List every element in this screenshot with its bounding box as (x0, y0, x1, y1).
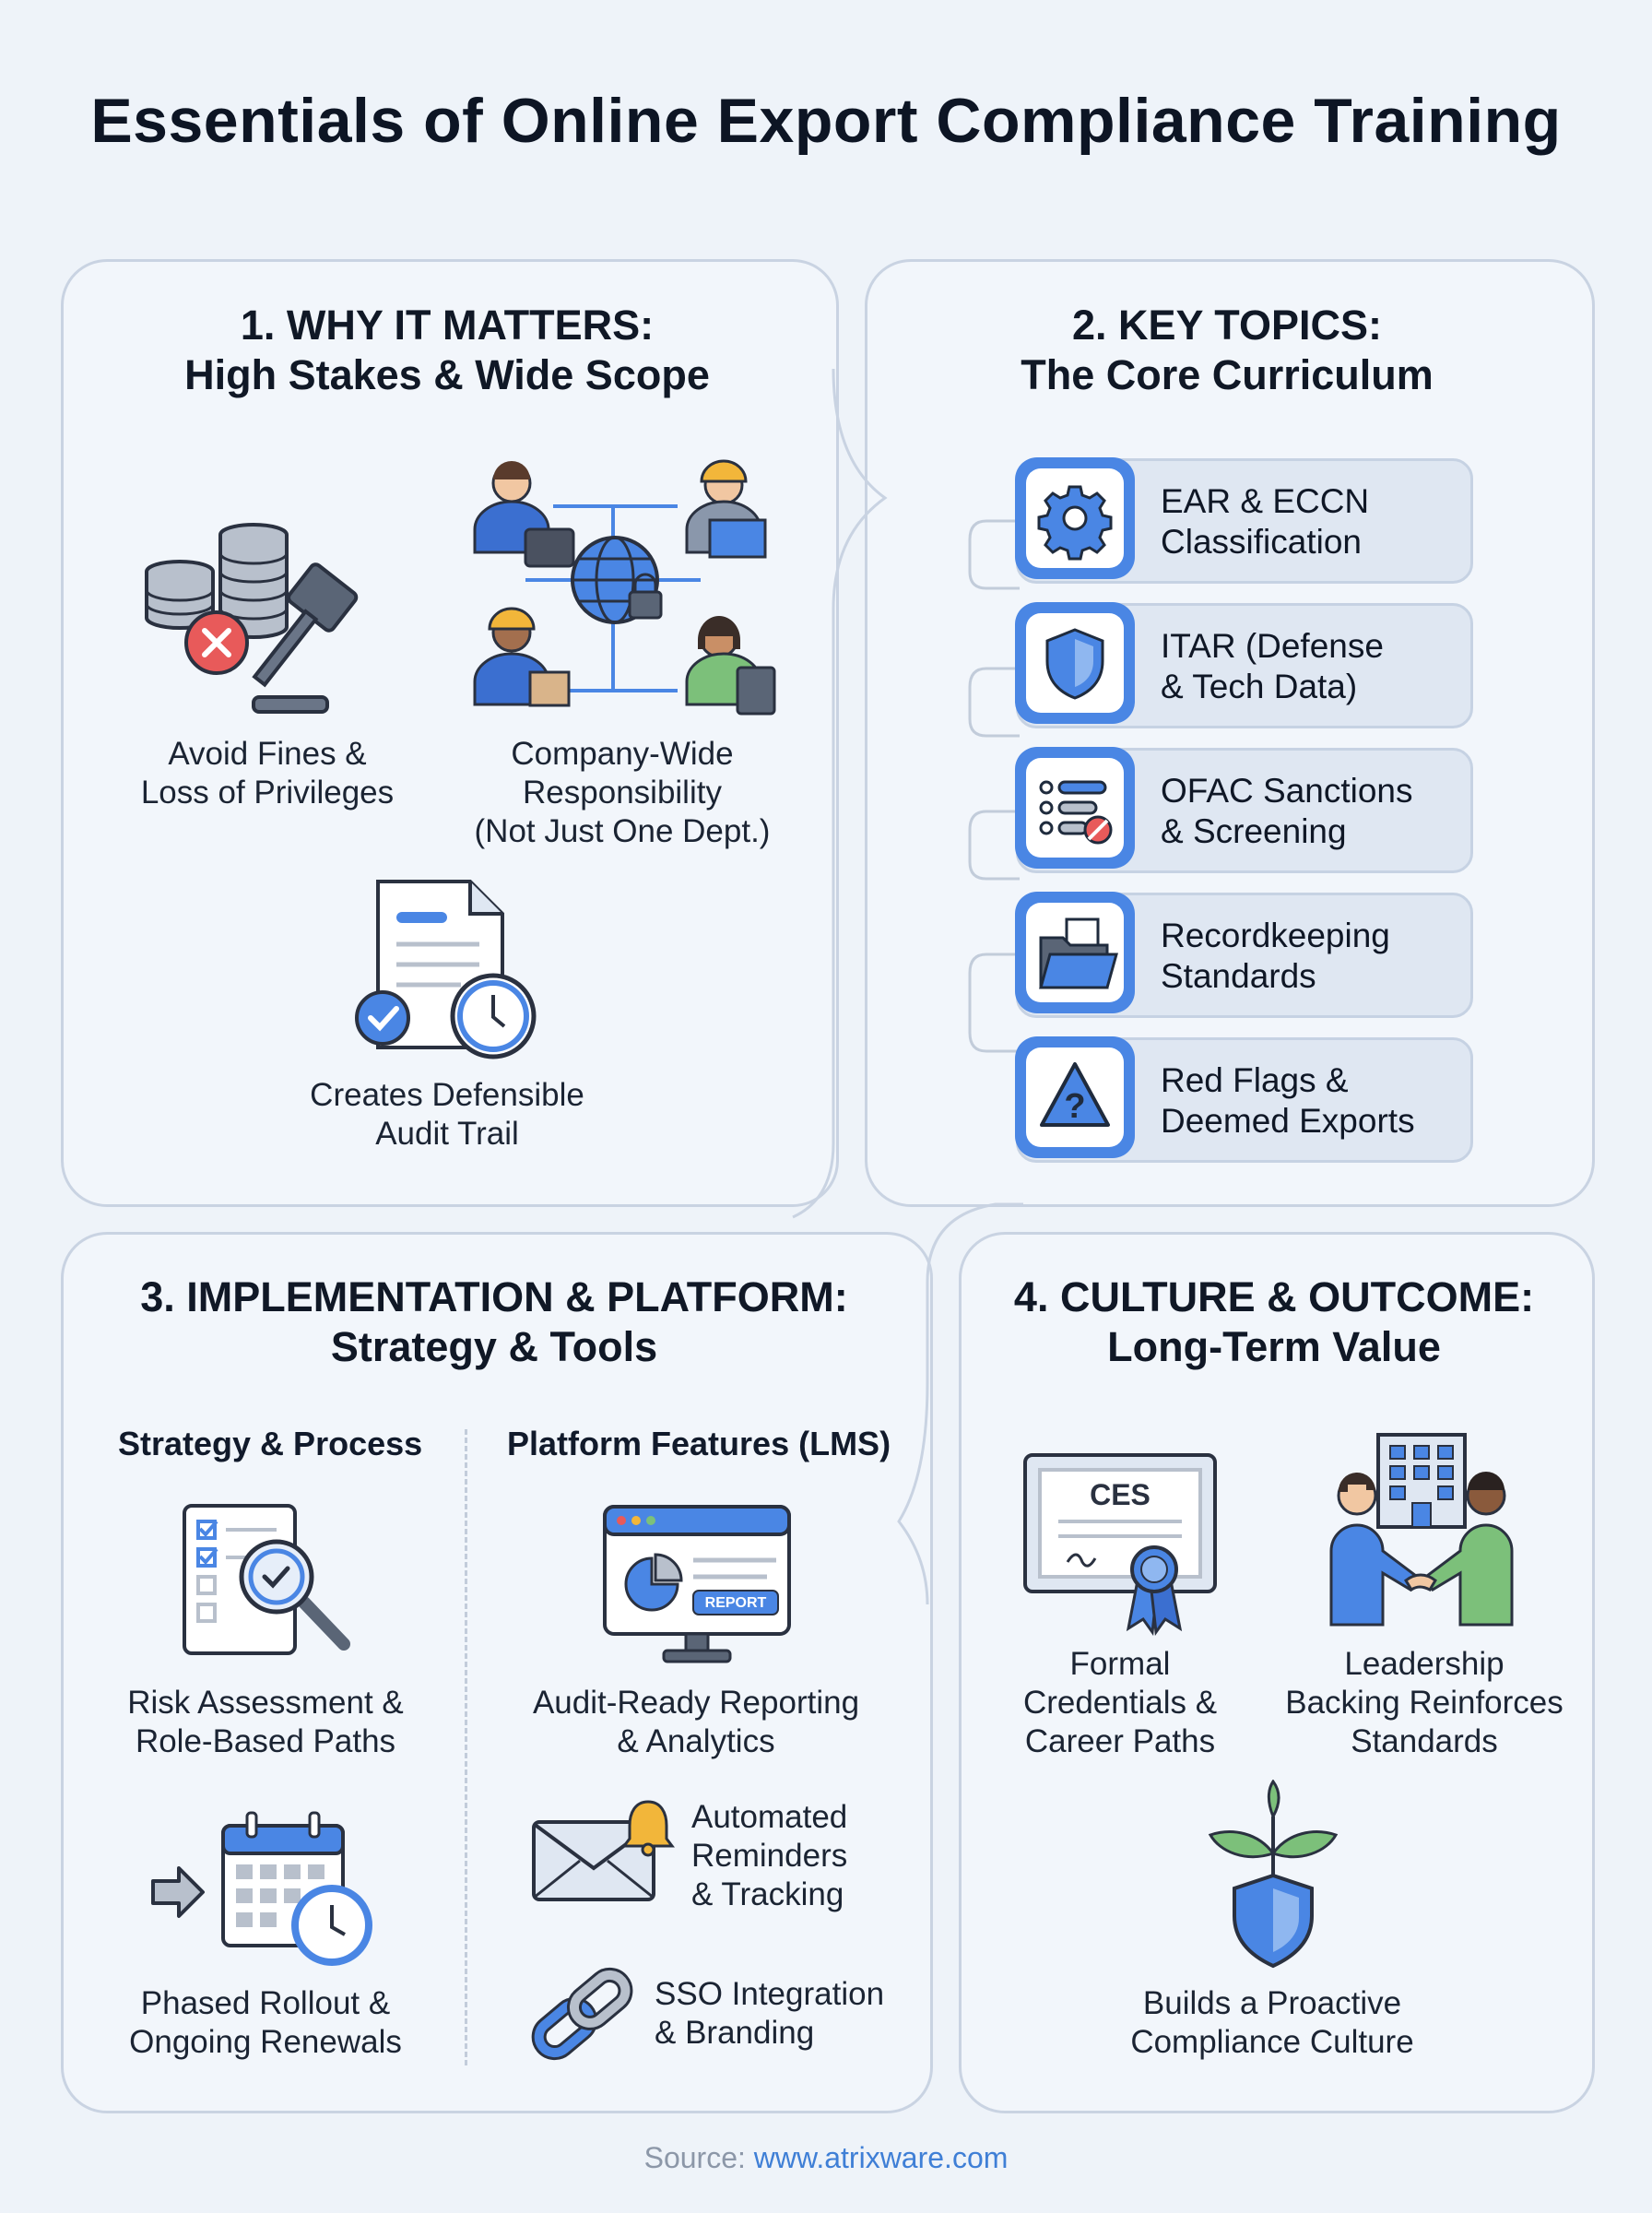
caption-audit-reporting: Audit-Ready Reporting & Analytics (532, 1685, 860, 1759)
caption-audit-trail: Creates Defensible Audit Trail (310, 1077, 584, 1152)
panel-3-heading-line2: Strategy & Tools (330, 1323, 658, 1370)
caption-company-wide: Company-Wide Responsibility (Not Just On… (474, 736, 771, 849)
audit-document-icon (355, 880, 537, 1059)
certificate-icon: CES (1023, 1453, 1217, 1636)
screening-list-icon (1039, 780, 1113, 845)
caption-avoid-fines: Avoid Fines & Loss of Privileges (140, 736, 395, 811)
caption-phased-rollout: Phased Rollout & Ongoing Renewals (129, 1985, 402, 2060)
panel-4-heading-line1: 4. CULTURE & OUTCOME: (1013, 1273, 1535, 1320)
strategy-column-title: Strategy & Process (118, 1425, 423, 1462)
panel-1-heading-line1: 1. WHY IT MATTERS: (240, 302, 655, 349)
chain-link-icon (531, 1967, 633, 2061)
caption-automated-reminders: Automated Reminders & Tracking (691, 1799, 848, 1912)
column-divider (465, 1429, 467, 2065)
gear-icon (1037, 485, 1113, 561)
certificate-badge: CES (1090, 1478, 1150, 1511)
report-badge: REPORT (705, 1595, 767, 1611)
panel-implementation (61, 1232, 933, 2113)
caption-proactive-culture: Builds a Proactive Compliance Culture (1130, 1985, 1414, 2060)
team-network-icon (473, 459, 776, 716)
platform-column-title: Platform Features (LMS) (507, 1425, 891, 1462)
handshake-icon (1329, 1433, 1514, 1627)
checklist-magnifier-icon (183, 1504, 350, 1655)
panel-2-heading-line1: 2. KEY TOPICS: (1072, 302, 1382, 349)
topic-recordkeeping: Recordkeeping Standards (1015, 892, 1473, 1018)
topic-itar: ITAR (Defense & Tech Data) (1015, 602, 1473, 728)
source-label: Source: (643, 2141, 746, 2174)
panel-3-heading-line1: 3. IMPLEMENTATION & PLATFORM: (140, 1273, 848, 1320)
report-monitor-icon: REPORT (603, 1505, 791, 1663)
folder-icon (1039, 917, 1118, 989)
source-footer: Source: www.atrixware.com (0, 2141, 1652, 2175)
panel-4-heading-line2: Long-Term Value (1107, 1323, 1441, 1370)
svg-text:?: ? (1064, 1087, 1085, 1126)
calendar-renewal-icon (151, 1811, 372, 1966)
caption-sso-integration: SSO Integration & Branding (655, 1976, 885, 2051)
topic-ear-eccn: EAR & ECCN Classification (1015, 457, 1473, 584)
panel-3-heading: 3. IMPLEMENTATION & PLATFORM: Strategy &… (61, 1272, 927, 1372)
caption-leadership-backing: Leadership Backing Reinforces Standards (1285, 1646, 1564, 1759)
panel-1-heading: 1. WHY IT MATTERS: High Stakes & Wide Sc… (61, 301, 833, 400)
sprout-shield-icon (1208, 1780, 1339, 1969)
topic-ofac: OFAC Sanctions & Screening (1015, 747, 1473, 873)
warning-icon: ? (1040, 1062, 1110, 1127)
panel-culture-outcome (959, 1232, 1595, 2113)
caption-risk-assessment: Risk Assessment & Role-Based Paths (127, 1685, 404, 1759)
shield-icon (1045, 628, 1104, 700)
topic-red-flags: ? Red Flags & Deemed Exports (1015, 1036, 1473, 1163)
caption-formal-credentials: Formal Credentials & Career Paths (1022, 1646, 1218, 1759)
gavel-fine-icon (145, 523, 359, 714)
page-title: Essentials of Online Export Compliance T… (90, 86, 1562, 156)
panel-2-heading: 2. KEY TOPICS: The Core Curriculum (865, 301, 1589, 400)
envelope-bell-icon (532, 1800, 675, 1901)
panel-4-heading: 4. CULTURE & OUTCOME: Long-Term Value (959, 1272, 1589, 1372)
panel-2-heading-line2: The Core Curriculum (1021, 351, 1434, 398)
panel-1-heading-line2: High Stakes & Wide Scope (184, 351, 710, 398)
topic-bracket-connector (968, 519, 1020, 1053)
source-link[interactable]: www.atrixware.com (753, 2141, 1009, 2174)
